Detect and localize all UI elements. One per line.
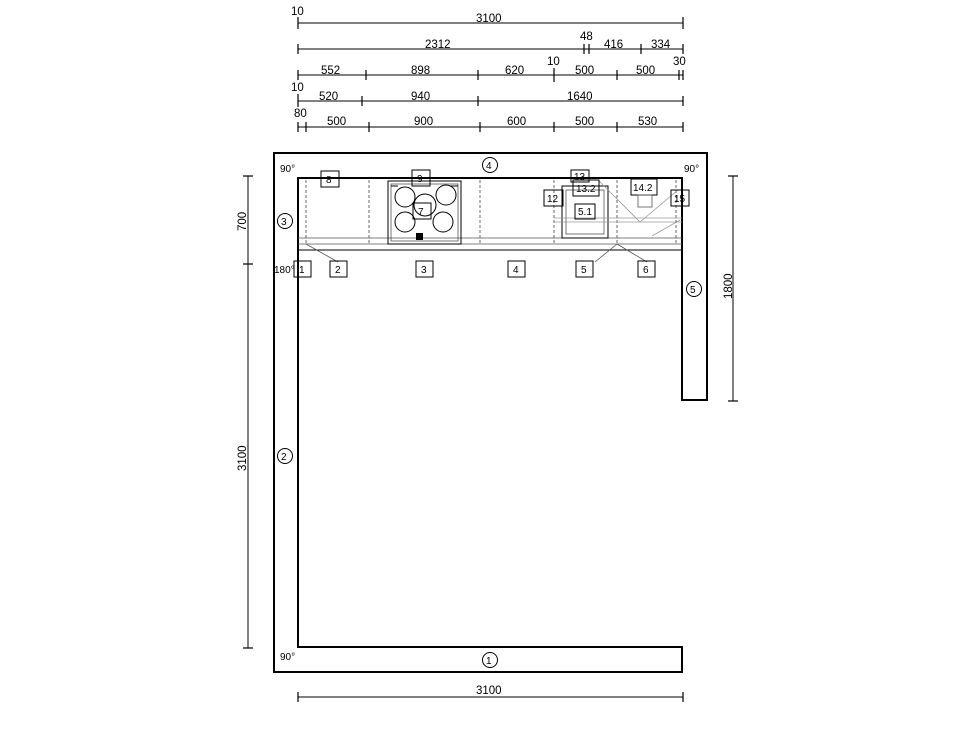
cabinet-numbers: 1 2 3 4 5 6 xyxy=(293,260,656,278)
wall-markers: 1 2 3 4 5 xyxy=(277,157,702,668)
angle-top-left: 90° xyxy=(280,164,295,175)
item-label-9: 9 xyxy=(417,174,423,185)
angle-labels: 90° 90° 180° 90° xyxy=(274,164,699,663)
dimension-bottom: 3100 xyxy=(297,685,684,702)
item-label-13-2: 13.2 xyxy=(576,184,596,195)
dim-row3-a: 552 xyxy=(321,65,340,77)
cabinet-label-3: 3 xyxy=(421,265,427,276)
dim-row5-a: 500 xyxy=(327,116,346,128)
dim-row2-c: 416 xyxy=(604,39,623,51)
dim-row3-d: 10 xyxy=(547,56,560,68)
dim-row2-b: 48 xyxy=(580,31,593,43)
dim-row5-e: 530 xyxy=(638,116,657,128)
cabinet-label-6: 6 xyxy=(643,265,649,276)
wall-marker-2: 2 xyxy=(281,452,287,463)
dim-left-lower: 3100 xyxy=(237,445,249,471)
dim-row5-c: 600 xyxy=(507,116,526,128)
dim-row4-c: 1640 xyxy=(567,91,593,103)
wall-marker-3: 3 xyxy=(281,217,287,228)
item-label-14-2: 14.2 xyxy=(633,183,653,194)
cabinet-label-4: 4 xyxy=(513,265,519,276)
dimension-chains-top: 10 3100 2312 48 416 334 552 898 620 10 5… xyxy=(291,6,686,132)
item-label-7: 7 xyxy=(418,207,424,218)
dim-row5-d: 500 xyxy=(575,116,594,128)
dim-row4-offset: 10 xyxy=(291,82,304,94)
cooktop xyxy=(387,180,462,245)
dim-row4-a: 520 xyxy=(319,91,338,103)
item-label-8: 8 xyxy=(326,175,332,186)
room-walls xyxy=(273,152,708,673)
dim-row3-c: 620 xyxy=(505,65,524,77)
dim-row5-b: 900 xyxy=(414,116,433,128)
item-label-15: 15 xyxy=(674,194,686,205)
item-label-12: 12 xyxy=(547,194,559,205)
dim-row3-b: 898 xyxy=(411,65,430,77)
dim-row2-a: 2312 xyxy=(425,39,451,51)
dim-left-upper: 700 xyxy=(237,212,249,231)
item-label-5-1: 5.1 xyxy=(578,207,592,218)
dim-bottom: 3100 xyxy=(476,685,502,697)
dim-row1-offset: 10 xyxy=(291,6,304,18)
dim-row5-offset: 80 xyxy=(294,108,307,120)
item-label-13: 13 xyxy=(574,172,586,183)
countertop xyxy=(297,177,683,263)
dim-row3-g: 30 xyxy=(673,56,686,68)
wall-marker-4: 4 xyxy=(486,161,492,172)
cabinet-label-1: 1 xyxy=(299,265,305,276)
angle-top-right: 90° xyxy=(684,164,699,175)
angle-mid-left: 180° xyxy=(274,265,295,276)
item-labels: 8 9 7 13 12 13.2 5.1 14.2 15 xyxy=(320,169,690,220)
cabinet-label-2: 2 xyxy=(335,265,341,276)
wall-marker-1: 1 xyxy=(486,656,492,667)
cabinet-label-5: 5 xyxy=(581,265,587,276)
wall-marker-5: 5 xyxy=(690,285,696,296)
dim-right: 1800 xyxy=(723,273,735,299)
dim-row3-e: 500 xyxy=(575,65,594,77)
dimension-side-left: 700 3100 xyxy=(237,175,253,649)
dim-row3-f: 500 xyxy=(636,65,655,77)
dim-row1-total: 3100 xyxy=(476,13,502,25)
angle-bottom-left: 90° xyxy=(280,652,295,663)
dim-row2-d: 334 xyxy=(651,39,671,51)
dimension-side-right: 1800 xyxy=(723,175,738,402)
dim-row4-b: 940 xyxy=(411,91,430,103)
